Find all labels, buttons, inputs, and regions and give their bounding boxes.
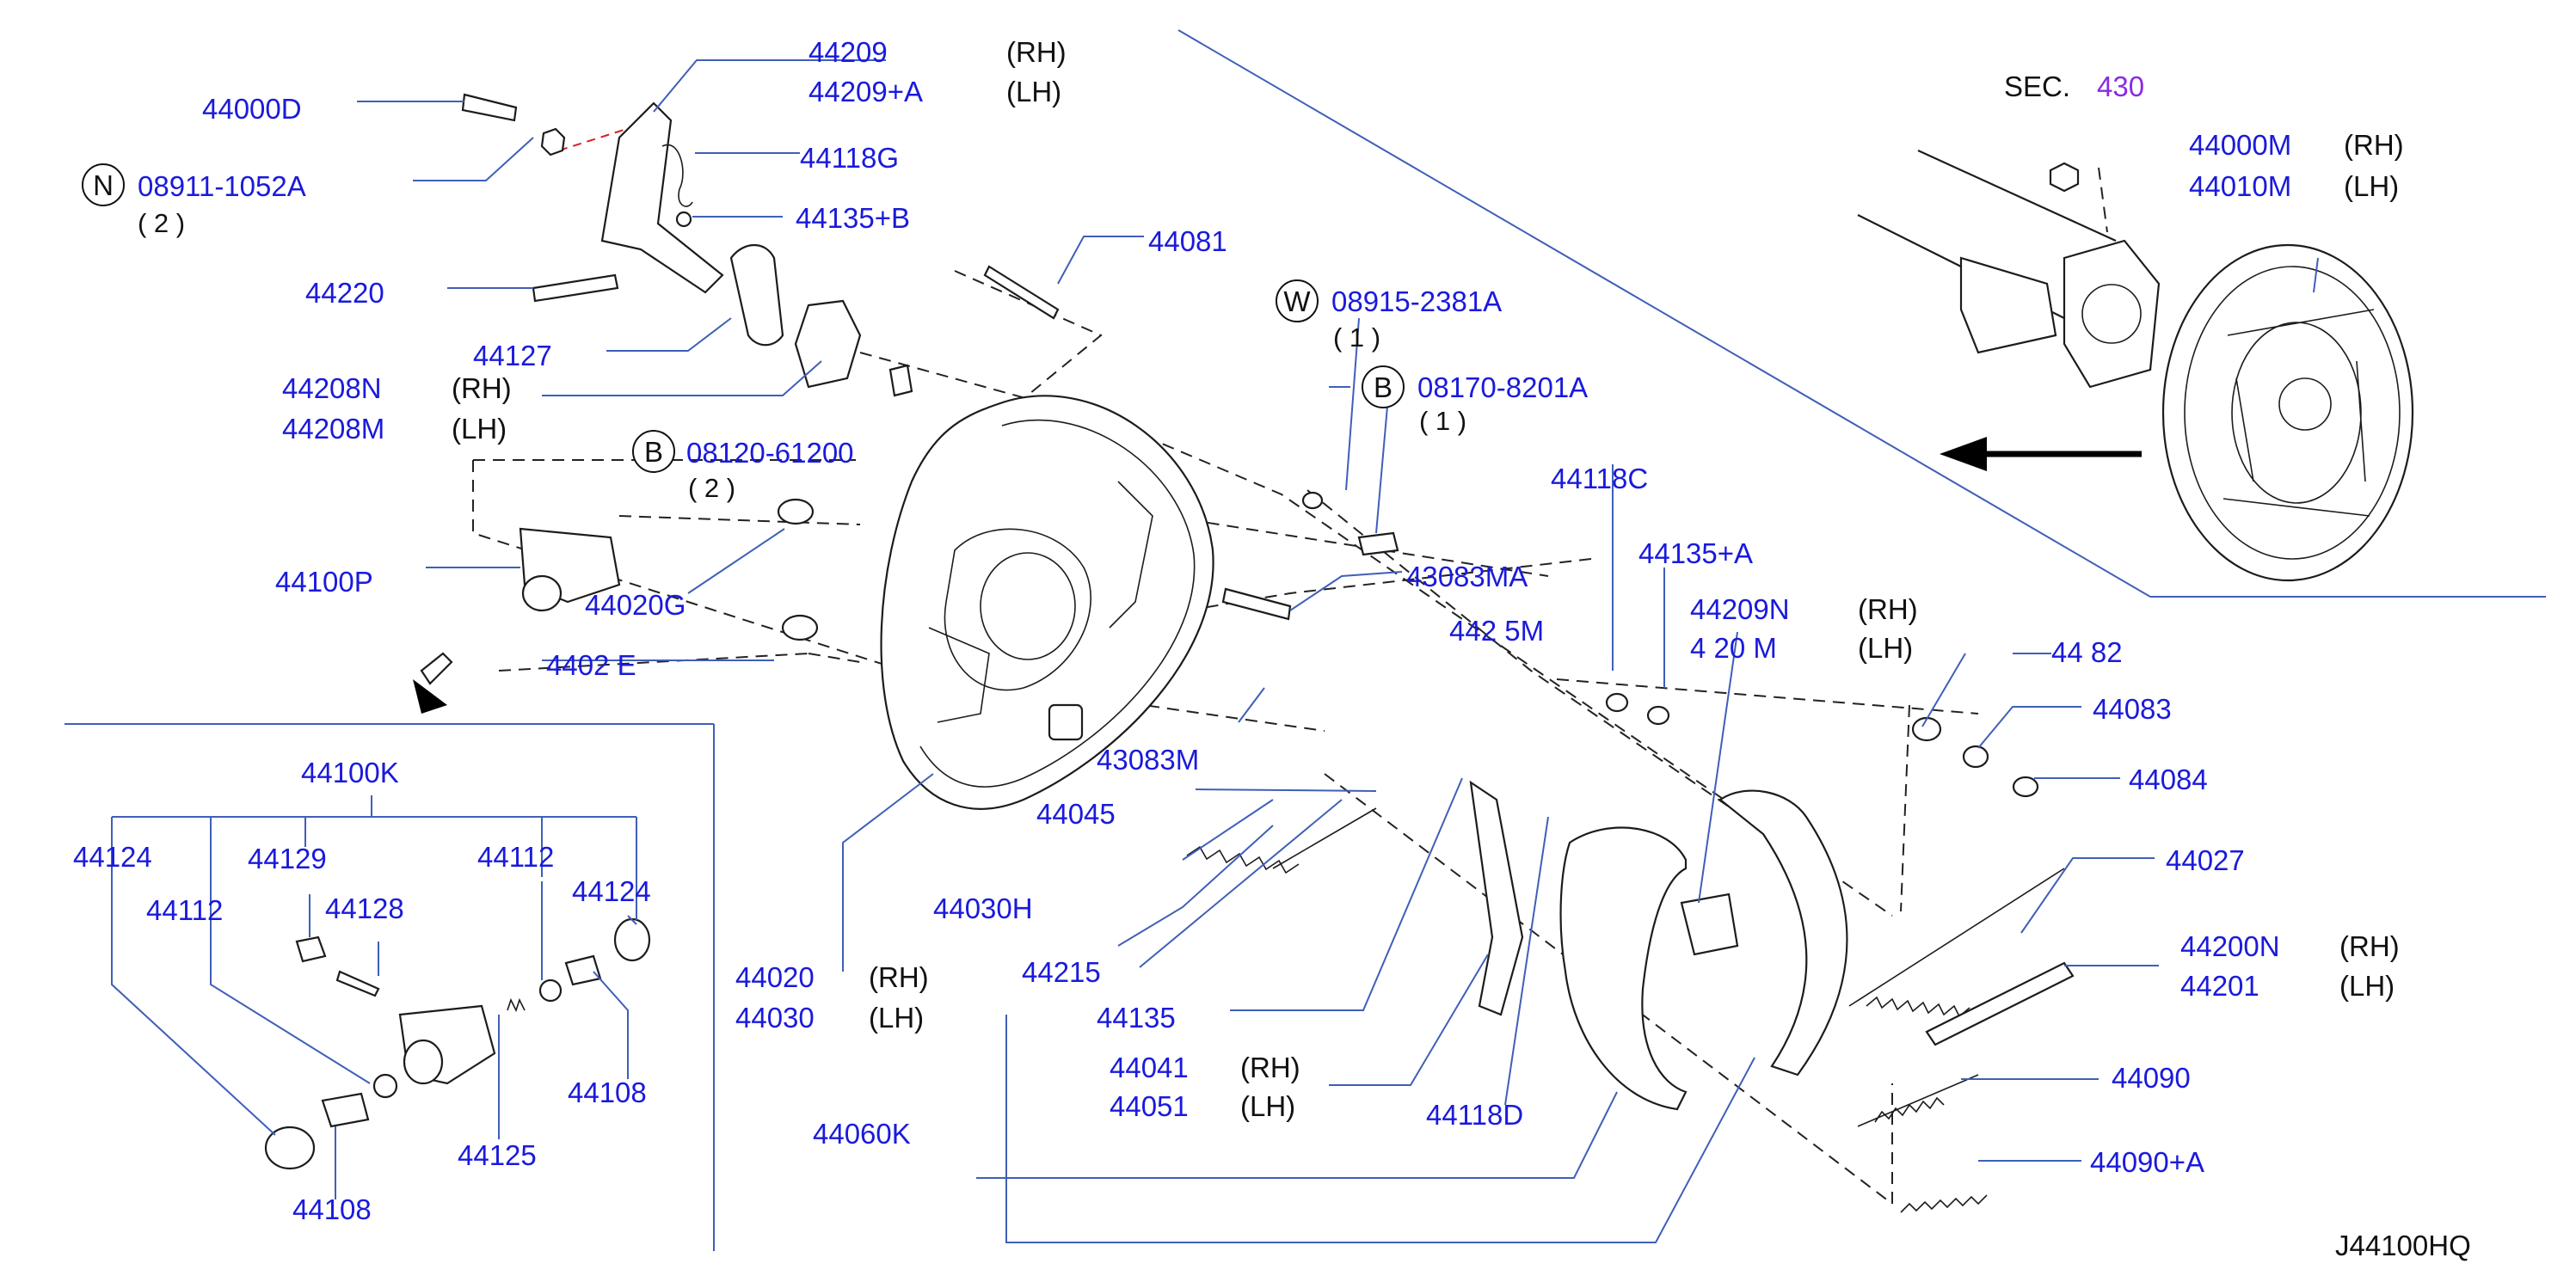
fastener-code-b: B <box>644 436 663 468</box>
part-44000d[interactable]: 44000D <box>202 93 302 125</box>
part-44030h[interactable]: 44030H <box>933 893 1033 924</box>
part-44030[interactable]: 44030 <box>735 1002 815 1034</box>
part-44090[interactable]: 44090 <box>2112 1062 2191 1094</box>
part-44100k[interactable]: 44100K <box>301 757 399 788</box>
part-44108[interactable]: 44108 <box>292 1193 372 1225</box>
part-44060k[interactable]: 44060K <box>813 1118 911 1150</box>
lever-and-springs <box>461 93 1399 621</box>
part-44051[interactable]: 44051 <box>1110 1090 1189 1122</box>
part-44209[interactable]: 44209 <box>808 36 888 68</box>
part-08911-1052a[interactable]: 08911-1052A <box>138 170 306 202</box>
rh-label: (RH) <box>2344 129 2404 161</box>
part-44084[interactable]: 44084 <box>2129 764 2208 795</box>
lh-label: (LH) <box>1006 76 1061 107</box>
part-44027[interactable]: 44027 <box>2166 844 2245 876</box>
drum-assembly-inset <box>1857 149 2414 582</box>
lh-label: (LH) <box>2339 970 2395 1002</box>
part-44082[interactable]: 44 82 <box>2051 636 2123 668</box>
part-44125[interactable]: 44125 <box>458 1139 537 1171</box>
part-44124[interactable]: 44124 <box>572 875 651 907</box>
qty-08170: ( 1 ) <box>1419 406 1466 436</box>
fastener-code-n: N <box>93 169 114 201</box>
rh-label: (RH) <box>869 961 929 993</box>
part-44124[interactable]: 44124 <box>73 841 152 873</box>
part-44108[interactable]: 44108 <box>568 1077 647 1108</box>
part-44135[interactable]: 44135 <box>1097 1002 1176 1034</box>
bolt-symbol-icon <box>632 430 675 473</box>
part-44209n[interactable]: 44209N <box>1690 593 1790 625</box>
nut-symbol-icon <box>82 163 125 206</box>
part-44100p[interactable]: 44100P <box>275 566 373 598</box>
brake-shoes <box>1469 780 1848 1111</box>
part-44112[interactable]: 44112 <box>477 841 554 873</box>
part-44118c[interactable]: 44118C <box>1551 463 1648 494</box>
springs-and-adjuster <box>1186 692 2075 1213</box>
part-44045[interactable]: 44045 <box>1036 798 1116 830</box>
part-44112[interactable]: 44112 <box>146 894 223 926</box>
washer-symbol-icon <box>1276 279 1319 322</box>
qty-08911: ( 2 ) <box>138 208 185 238</box>
rh-label: (RH) <box>1006 36 1067 68</box>
part-43083ma[interactable]: 43083MA <box>1406 561 1528 592</box>
part-44128[interactable]: 44128 <box>325 893 404 924</box>
part-44020e[interactable]: 4402 E <box>546 649 636 681</box>
part-44129[interactable]: 44129 <box>248 843 327 874</box>
part-44215m[interactable]: 442 5M <box>1449 615 1544 647</box>
diagram-reference-code: J44100HQ <box>2335 1230 2471 1261</box>
rh-label: (RH) <box>2339 930 2400 962</box>
part-44081[interactable]: 44081 <box>1148 225 1227 257</box>
lh-label: (LH) <box>869 1002 924 1034</box>
part-44118g[interactable]: 44118G <box>800 142 899 174</box>
section-430-link[interactable]: 430 <box>2097 71 2144 102</box>
qty-08120: ( 2 ) <box>688 473 735 503</box>
part-44208n[interactable]: 44208N <box>282 372 382 404</box>
part-08120-61200[interactable]: 08120-61200 <box>686 437 854 469</box>
callout-labels: 44209 (RH) 44209+A (LH) 44000D N 08911-1… <box>73 36 2471 1261</box>
part-44200n[interactable]: 44200N <box>2180 930 2280 962</box>
backing-plate <box>880 395 1214 810</box>
part-44127[interactable]: 44127 <box>473 340 552 371</box>
lh-label: (LH) <box>1858 632 1913 664</box>
part-44083[interactable]: 44083 <box>2093 693 2172 725</box>
lh-label: (LH) <box>2344 170 2399 202</box>
part-44209-a[interactable]: 44209+A <box>808 76 923 107</box>
part-44215[interactable]: 44215 <box>1022 956 1101 988</box>
part-44020g[interactable]: 44020G <box>585 589 685 621</box>
part-44135-b[interactable]: 44135+B <box>796 202 910 234</box>
part-44220[interactable]: 44220 <box>305 277 384 309</box>
part-44000m[interactable]: 44000M <box>2189 129 2291 161</box>
rh-label: (RH) <box>452 372 512 404</box>
lh-label: (LH) <box>452 413 507 445</box>
rh-label: (RH) <box>1858 593 1918 625</box>
bolt-symbol-icon <box>1362 365 1405 408</box>
part-44135-a[interactable]: 44135+A <box>1638 537 1753 569</box>
fastener-code-w: W <box>1283 285 1311 317</box>
wheel-cylinder <box>413 527 819 714</box>
part-44041[interactable]: 44041 <box>1110 1052 1189 1083</box>
part-44020[interactable]: 44020 <box>735 961 815 993</box>
leader-lines <box>111 59 2319 1243</box>
section-divider-lines <box>65 29 2546 1251</box>
part-44208m[interactable]: 44208M <box>282 413 384 445</box>
lh-label: (LH) <box>1240 1090 1295 1122</box>
part-44090-a[interactable]: 44090+A <box>2090 1146 2204 1178</box>
qty-08915: ( 1 ) <box>1333 322 1380 353</box>
rh-label: (RH) <box>1240 1052 1300 1083</box>
part-43083m[interactable]: 43083M <box>1097 744 1199 776</box>
part-44201[interactable]: 44201 <box>2180 970 2259 1002</box>
part-08915-2381a[interactable]: 08915-2381A <box>1331 285 1502 317</box>
section-prefix: SEC. <box>2004 71 2070 102</box>
part-44010m[interactable]: 44010M <box>2189 170 2291 202</box>
wheel-cylinder-kit-parts <box>264 917 651 1170</box>
assembly-arrow <box>1940 437 2142 471</box>
part-44118d[interactable]: 44118D <box>1426 1099 1523 1131</box>
part-44209m[interactable]: 4 20 M <box>1690 632 1777 664</box>
part-08170-8201a[interactable]: 08170-8201A <box>1417 371 1588 403</box>
fastener-code-b: B <box>1374 371 1393 403</box>
